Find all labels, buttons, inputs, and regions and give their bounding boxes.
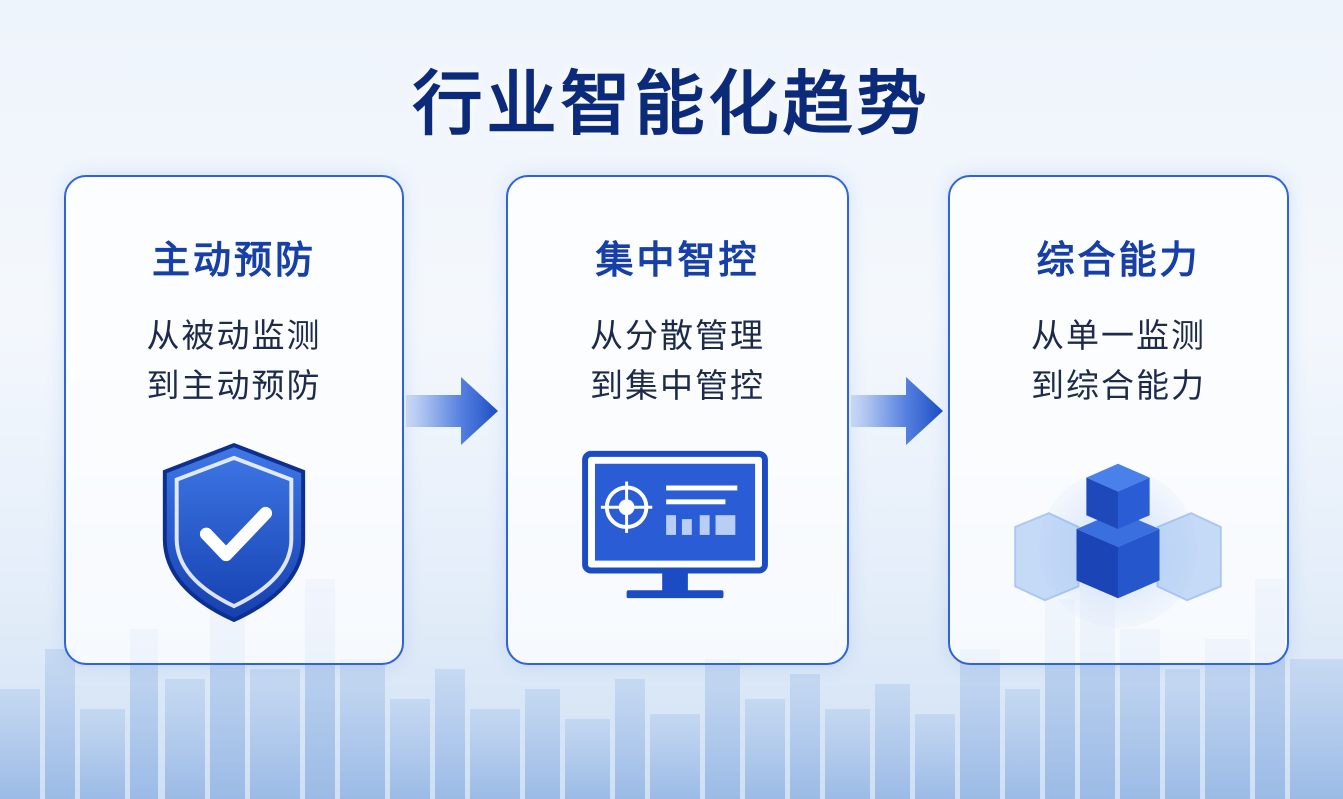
card-title: 集中智控 [595, 238, 760, 282]
card-title: 综合能力 [1036, 238, 1201, 282]
card-description-line: 到集中管控 [590, 366, 765, 405]
shield-check-icon [162, 442, 306, 623]
arrow-right-icon [406, 377, 498, 445]
card-description-line: 从单一监测 [1031, 316, 1206, 355]
card-title: 主动预防 [151, 238, 316, 282]
card-centralized-control: 集中智控 从分散管理 到集中管控 [506, 175, 849, 665]
monitor-dashboard-icon [582, 450, 768, 599]
card-description-line: 到主动预防 [146, 366, 322, 405]
card-description-line: 到综合能力 [1031, 366, 1206, 405]
card-description-line: 从被动监测 [146, 316, 322, 355]
card-proactive-prevention: 主动预防 从被动监测 到主动预防 [64, 175, 404, 665]
page-title: 行业智能化趋势 [412, 63, 931, 145]
card-description-line: 从分散管理 [590, 316, 765, 355]
cubes-icon [1014, 463, 1222, 628]
card-comprehensive-capability: 综合能力 从单一监测 到综合能力 [948, 175, 1289, 665]
arrow-right-icon [851, 377, 943, 445]
